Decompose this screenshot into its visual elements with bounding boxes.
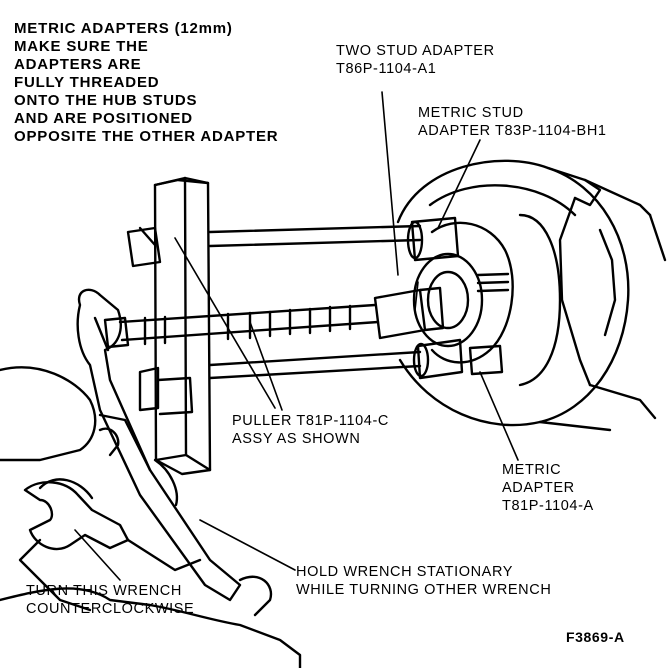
stud-adapters	[406, 216, 510, 380]
hands	[0, 366, 302, 668]
puller-rods	[208, 224, 422, 380]
metric-adapter-label: METRIC ADAPTER T81P-1104-A	[502, 462, 594, 514]
hold-wrench-label: HOLD WRENCH STATIONARY WHILE TURNING OTH…	[296, 564, 552, 598]
metric-stud-adapter-label: METRIC STUD ADAPTER T83P-1104-BH1	[418, 105, 607, 139]
leader-lines	[74, 91, 519, 581]
puller-label: PULLER T81P-1104-C ASSY AS SHOWN	[232, 413, 389, 447]
forcing-screw	[103, 286, 445, 349]
metric-adapters-note: METRIC ADAPTERS (12mm) MAKE SURE THE ADA…	[14, 20, 279, 145]
turning-wrench	[18, 478, 202, 612]
turn-wrench-label: TURN THIS WRENCH COUNTERCLOCKWISE	[26, 583, 195, 617]
puller-crossbar	[153, 176, 212, 476]
two-stud-adapter-label: TWO STUD ADAPTER T86P-1104-A1	[336, 43, 495, 77]
crossbar-nuts	[126, 226, 194, 416]
stationary-wrench	[76, 288, 242, 602]
figure-id: F3869-A	[566, 629, 625, 645]
hub-rotor	[396, 159, 667, 432]
